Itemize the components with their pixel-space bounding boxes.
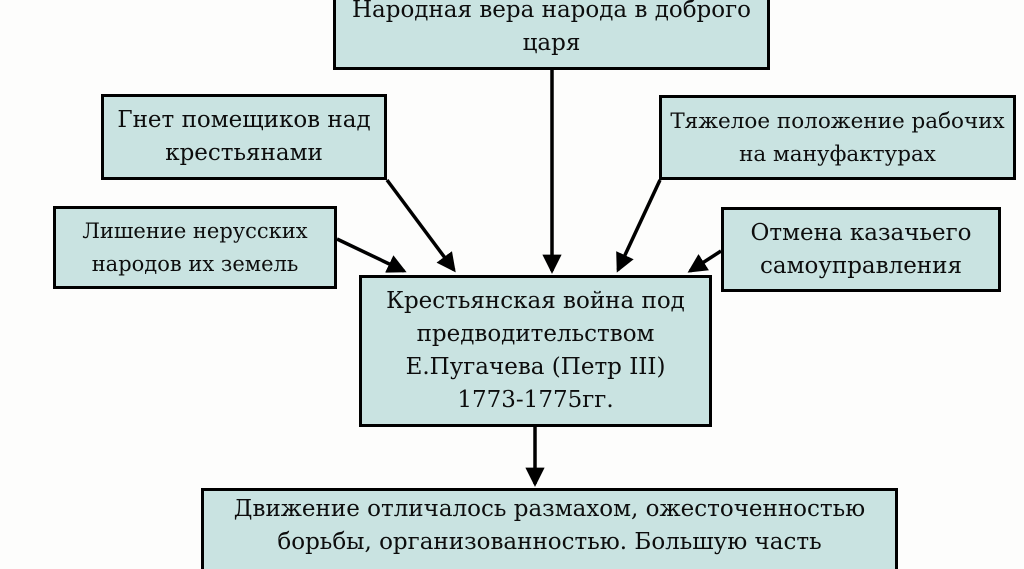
node-war-text: Крестьянская война под предводительством…	[386, 288, 685, 413]
node-cossack-selfrule: Отмена казачьего самоуправления	[721, 207, 1001, 292]
node-belief-text: Народная вера народа в доброго царя	[351, 0, 752, 56]
arrow-lands-to-war	[336, 237, 407, 273]
node-land-deprivation: Лишение нерусских народов их земель	[53, 206, 337, 289]
node-landlord-oppression: Гнет помещиков над крестьянами	[101, 94, 387, 180]
node-belief-in-tsar: Народная вера народа в доброго царя	[333, 0, 770, 70]
node-oppression-text: Гнет помещиков над крестьянами	[117, 107, 371, 166]
node-movement-text: Движение отличалось размахом, ожесточенн…	[233, 496, 866, 555]
arrow-cossack-to-war	[687, 249, 722, 273]
arrow-oppression-to-war	[385, 178, 456, 273]
node-workers-text: Тяжелое положение рабочих на мануфактура…	[670, 108, 1005, 167]
arrow-workers-to-war	[616, 179, 662, 273]
node-workers-condition: Тяжелое положение рабочих на мануфактура…	[659, 95, 1016, 180]
node-cossack-text: Отмена казачьего самоуправления	[750, 219, 972, 279]
node-lands-text: Лишение нерусских народов их земель	[82, 218, 308, 276]
node-movement-description: Движение отличалось размахом, ожесточенн…	[201, 488, 898, 569]
node-peasant-war: Крестьянская война под предводительством…	[359, 275, 712, 427]
